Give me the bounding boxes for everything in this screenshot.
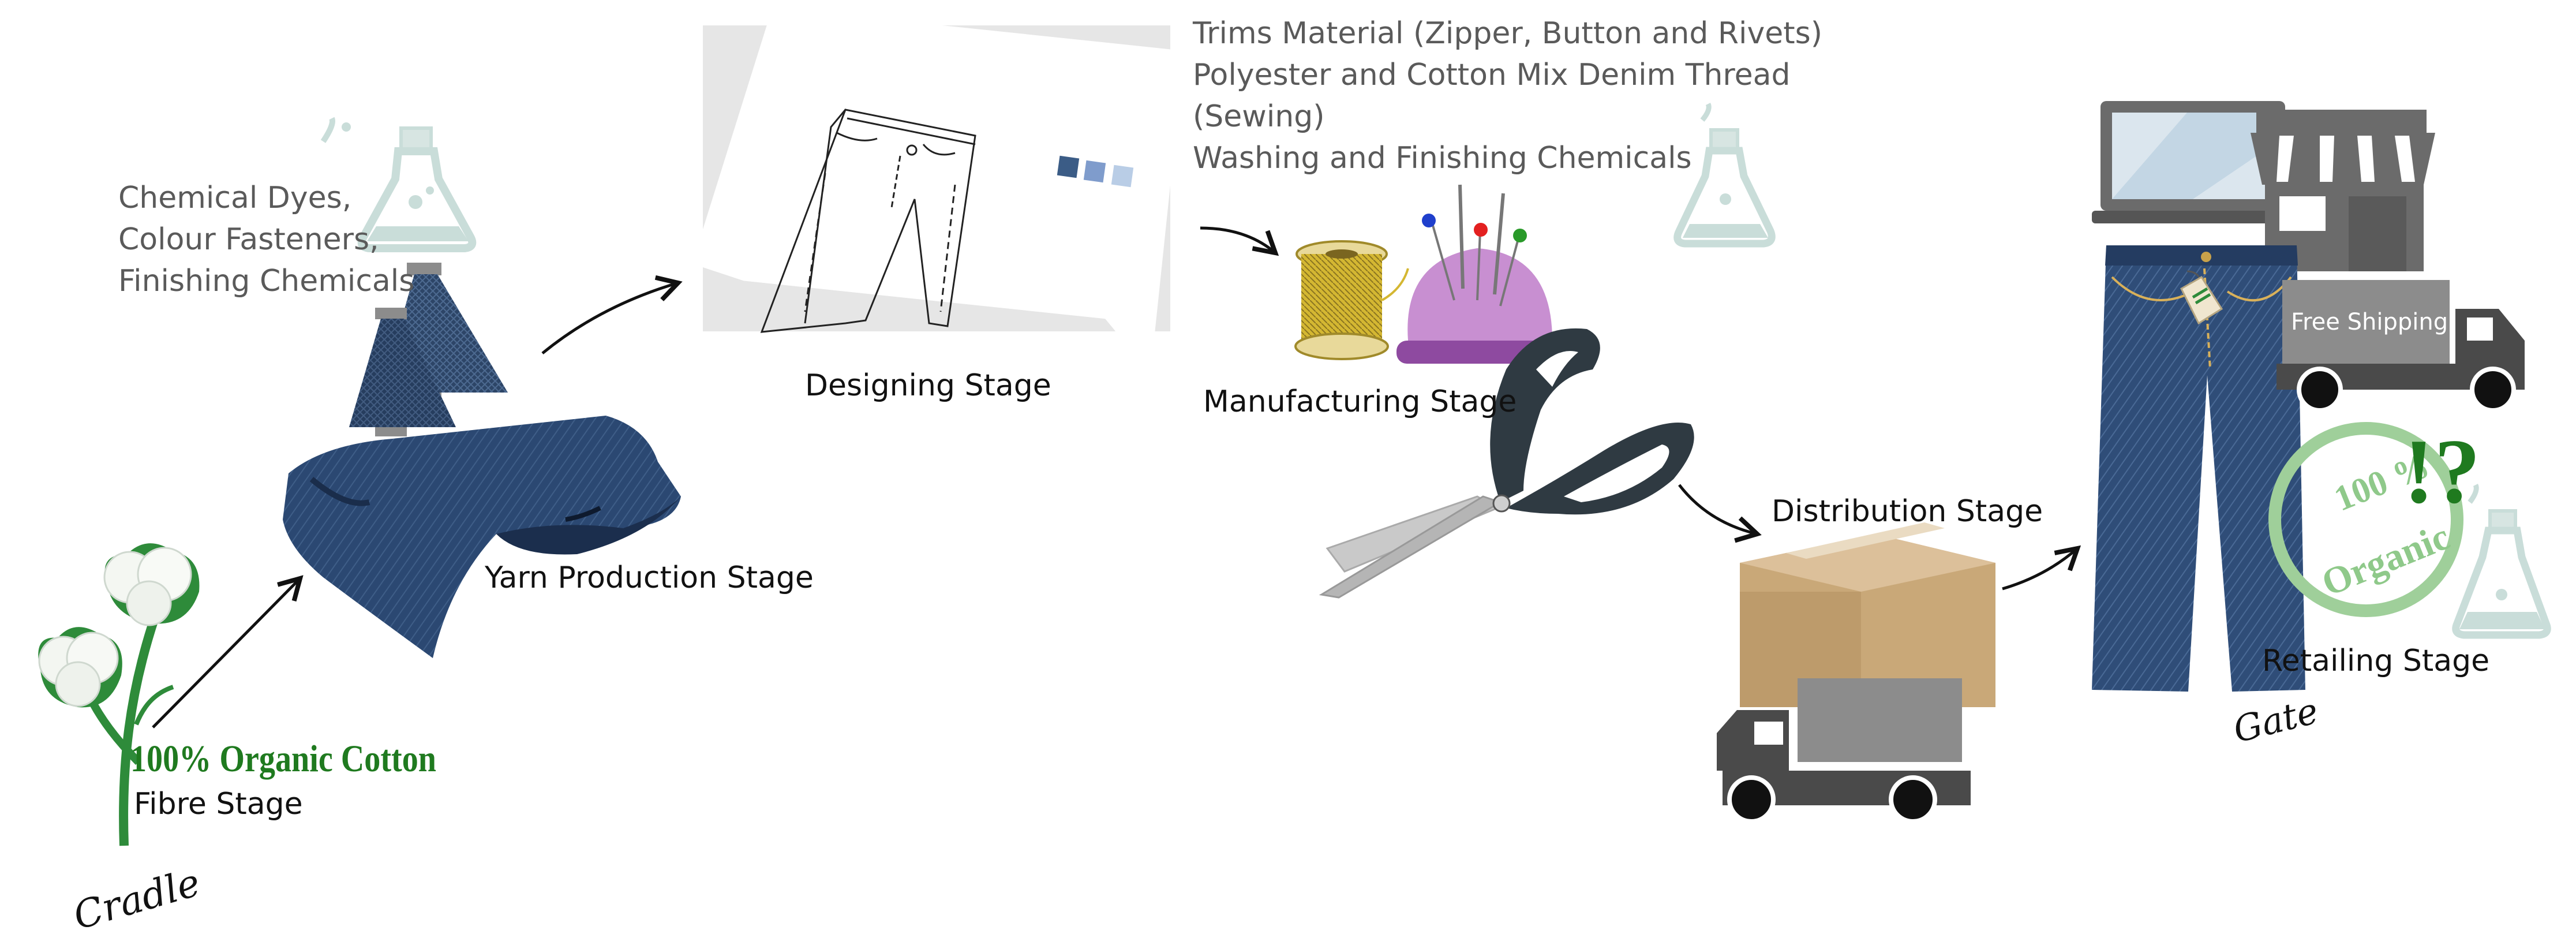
cotton-boll-top — [103, 543, 200, 626]
diagram-text: Chemical Dyes, Colour Fasteners, Finishi… — [69, 16, 2489, 939]
free-shipping-label: Free Shipping — [2291, 309, 2448, 335]
arrow-yarn-to-design — [541, 275, 683, 354]
stage-manufacturing: Manufacturing Stage — [1203, 384, 1517, 419]
flow-arrows — [152, 226, 2081, 729]
cradle-label: Cradle — [69, 860, 205, 939]
chemical-flask-icon-2 — [1673, 102, 1776, 248]
delivery-truck-icon — [1717, 678, 1971, 824]
cardboard-box-icon — [1740, 522, 1995, 707]
shop-icon — [2251, 110, 2435, 271]
manufacturing-input-1: Trims Material (Zipper, Button and Rivet… — [1192, 16, 1822, 51]
organic-cotton-label: 100% Organic Cotton — [130, 738, 436, 780]
manufacturing-input-4: Washing and Finishing Chemicals — [1193, 141, 1692, 175]
stage-yarn: Yarn Production Stage — [484, 561, 814, 595]
manufacturing-input-2: Polyester and Cotton Mix Denim Thread — [1193, 58, 1791, 92]
price-tag-icon — [2180, 270, 2223, 325]
yarn-input-2: Colour Fasteners, — [118, 222, 379, 257]
laptop-icon — [2092, 101, 2297, 223]
gate-label: Gate — [2229, 689, 2322, 751]
chemical-flask-icon — [320, 117, 477, 252]
cotton-plant-icon — [38, 543, 200, 846]
shipping-truck-icon — [2277, 280, 2525, 413]
scissors-icon — [1319, 328, 1694, 599]
denim-fabric-icon — [283, 416, 681, 658]
stage-distribution: Distribution Stage — [1772, 494, 2043, 529]
pincushion-icon — [1396, 184, 1552, 364]
manufacturing-input-3: (Sewing) — [1193, 99, 1325, 134]
yarn-input-3: Finishing Chemicals — [118, 264, 414, 298]
stage-fibre: Fibre Stage — [134, 787, 303, 821]
jeans-product-icon — [2092, 245, 2305, 692]
thread-spool-icon — [1294, 240, 1409, 360]
stage-retailing: Retailing Stage — [2262, 644, 2489, 678]
design-sketch-panel — [692, 7, 1185, 356]
arrow-design-to-manufacturing — [1200, 226, 1279, 256]
organic-stamp-icon — [2268, 422, 2463, 617]
yarn-spools-icon — [349, 263, 508, 436]
jeans-sketch-icon — [760, 109, 976, 333]
cotton-boll-left — [38, 627, 122, 708]
chemical-flask-icon-3 — [2452, 483, 2551, 639]
stage-designing: Designing Stage — [805, 368, 1051, 403]
yarn-input-1: Chemical Dyes, — [118, 181, 351, 215]
arrow-distribution-to-retail — [2002, 545, 2081, 591]
arrow-manufacturing-to-distribution — [1678, 484, 1762, 543]
organic-stamp-mark: !? — [2403, 420, 2480, 522]
organic-stamp-line2: Organic — [2316, 516, 2455, 604]
arrow-fibre-to-yarn — [152, 575, 304, 729]
fabric-swatches-icon — [1057, 155, 1134, 188]
